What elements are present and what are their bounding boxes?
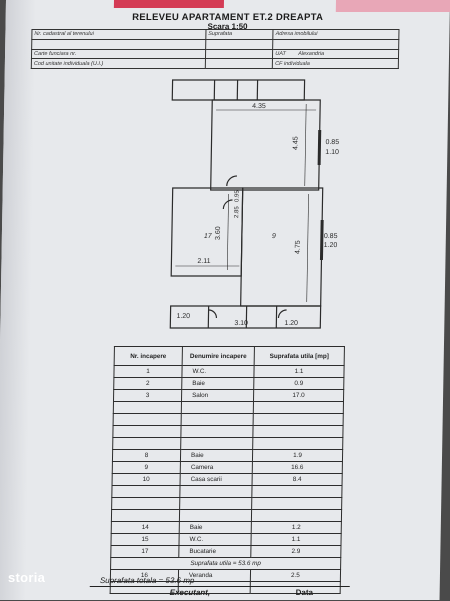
rooms-table: Nr. incapere Denumire incapere Suprafata… <box>110 346 345 594</box>
paper-shadow <box>0 0 36 600</box>
dim-bottom-2: 3.10 <box>234 320 248 327</box>
useful-total-row: Suprafata utila = 53.6 mp <box>111 558 341 570</box>
header-cell <box>205 49 273 59</box>
dim-window-1a: 0.85 <box>325 139 339 146</box>
dim-small-1: 0.95 <box>234 190 240 202</box>
table-row <box>112 498 342 510</box>
dim-height-right: 4.45 <box>292 136 299 150</box>
dim-height-left: 3.60 <box>215 226 222 240</box>
header-cell <box>205 39 273 49</box>
header-cell: Suprafata <box>206 30 274 40</box>
plan-top-rooms <box>172 80 304 100</box>
dim-small-2: 2.85 <box>234 206 240 218</box>
dim-window-1b: 1.10 <box>325 149 339 156</box>
header-cell: Cod unitate individuala (U.I.) <box>31 59 205 69</box>
header-cell: Carte funciara nr. <box>31 49 205 59</box>
dim-window-2b: 1.20 <box>324 242 338 249</box>
table-row <box>113 438 343 450</box>
date-label: Data <box>296 588 314 597</box>
red-sticker <box>114 0 224 8</box>
header-cell: UAT Alexandria <box>273 49 399 59</box>
table-header-row: Nr. incapere Denumire incapere Suprafata… <box>114 347 344 366</box>
header-cell: Nr. cadastral al terenului <box>32 30 206 40</box>
table-row <box>113 414 343 426</box>
header-cell <box>205 59 273 69</box>
storia-logo: storia <box>8 570 45 585</box>
header-cell <box>273 39 399 49</box>
dim-window-2a: 0.85 <box>324 233 338 240</box>
pink-sticker <box>336 0 450 12</box>
dim-width-left: 2.11 <box>197 258 210 265</box>
total-area: Suprafata totala = 53.6 mp <box>100 576 195 585</box>
executant-label: Executant, <box>170 588 211 597</box>
dim-bottom-3: 1.20 <box>284 320 298 327</box>
table-row <box>113 426 343 438</box>
table-row <box>113 402 343 414</box>
dim-bottom-1: 1.20 <box>176 313 190 320</box>
table-row <box>111 510 341 522</box>
room-number-17: 17 <box>204 233 213 240</box>
dim-width-top: 4.35 <box>252 103 266 110</box>
header-cell: CF individuala <box>273 59 399 69</box>
plan-room-9 <box>241 188 323 306</box>
plan-upper-room <box>211 100 321 190</box>
room-number-9: 9 <box>272 233 276 240</box>
dim-height-main: 4.75 <box>295 240 302 254</box>
header-cell <box>32 39 206 49</box>
col-header-name: Denumire incapere <box>182 347 254 366</box>
cadastral-header-table: Nr. cadastral al terenului Suprafata Adr… <box>31 29 400 69</box>
table-row <box>112 486 342 498</box>
header-cell: Adresa imobilului <box>273 30 399 40</box>
floor-plan: 4.35 4.45 0.85 1.10 3.60 2.11 4.75 0.85 … <box>158 70 343 342</box>
col-header-number: Nr. incapere <box>114 347 182 366</box>
col-header-area: Suprafata utila [mp] <box>254 347 344 366</box>
